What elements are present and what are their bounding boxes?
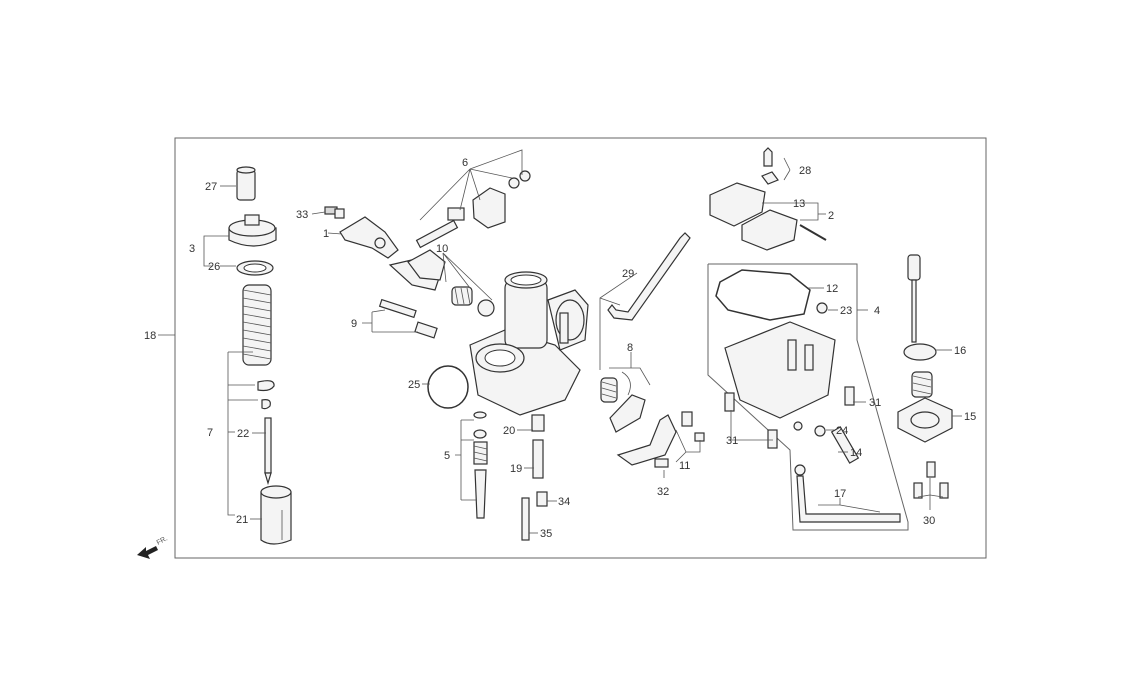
drain-tube-17 [796, 475, 901, 523]
screws-30 [913, 461, 949, 499]
callout-33: 33 [296, 209, 308, 221]
cover-15 [897, 397, 953, 443]
callout-4: 4 [874, 305, 880, 317]
callout-10: 10 [436, 243, 448, 255]
callout-35: 35 [540, 528, 552, 540]
cap-3 [228, 214, 277, 247]
plunger-16 [903, 254, 937, 361]
callout-34: 34 [558, 496, 570, 508]
screw-35 [521, 497, 530, 541]
callout-25: 25 [408, 379, 420, 391]
front-arrow-icon [137, 546, 158, 559]
screw-9 [378, 298, 438, 339]
callout-11: 11 [679, 460, 690, 472]
callout-2: 2 [828, 210, 834, 222]
tube-29 [607, 232, 691, 321]
callout-29: 29 [622, 268, 634, 280]
callout-17: 17 [834, 488, 846, 500]
spring-7 [242, 284, 272, 366]
callout-15: 15 [964, 411, 976, 423]
callout-labels: 1 2 3 4 5 6 7 8 9 10 11 12 13 14 15 16 1… [144, 157, 976, 540]
screw-14 [830, 426, 860, 464]
washer-23 [816, 302, 828, 314]
callout-28: 28 [799, 165, 811, 177]
gasket-12 [715, 269, 811, 321]
callout-14: 14 [850, 447, 862, 459]
callout-23: 23 [840, 305, 852, 317]
needle-22 [264, 417, 272, 486]
screw-31a [724, 392, 735, 412]
clip [257, 380, 275, 392]
top-cap-27 [236, 166, 256, 201]
float-13a [709, 182, 766, 227]
callout-31-left: 31 [726, 435, 738, 447]
callout-9: 9 [351, 318, 357, 330]
screw-33 [324, 206, 345, 219]
front-indicator: FR. [156, 535, 169, 547]
callout-1: 1 [323, 228, 329, 240]
jet-34 [536, 491, 548, 507]
callout-5: 5 [444, 450, 450, 462]
leader-lines [158, 149, 962, 534]
lever-6 [472, 187, 506, 229]
float-13b [741, 209, 798, 251]
jet-20 [531, 414, 545, 432]
screw-31b [767, 429, 778, 449]
float-bowl-4 [724, 321, 836, 431]
float-bowl-group-frame [707, 263, 909, 531]
callout-16: 16 [954, 345, 966, 357]
spring-15 [911, 371, 933, 398]
screw-32 [654, 458, 669, 468]
callout-3: 3 [189, 243, 195, 255]
pin-2 [799, 224, 827, 241]
spring-10 [451, 286, 473, 306]
carburetor-body [469, 271, 589, 416]
callout-19: 19 [510, 463, 522, 475]
bracket-1 [339, 216, 399, 259]
lever-set-8 [600, 371, 646, 433]
callout-30: 30 [923, 515, 935, 527]
callout-21: 21 [236, 514, 248, 526]
valve-28 [761, 147, 779, 185]
o-ring-25 [427, 365, 469, 409]
callout-32: 32 [657, 486, 669, 498]
callout-6: 6 [462, 157, 468, 169]
callout-26: 26 [208, 261, 220, 273]
callout-13: 13 [793, 198, 805, 210]
washer-24 [814, 425, 826, 437]
lever-11 [616, 414, 677, 466]
callout-24: 24 [836, 425, 848, 437]
jet-19 [532, 439, 544, 479]
screw-31c [844, 386, 855, 406]
diagram-frame [174, 137, 987, 559]
callout-7: 7 [207, 427, 213, 439]
needle-jet-set-5 [473, 411, 488, 519]
callout-27: 27 [205, 181, 217, 193]
callout-31-right: 31 [869, 397, 881, 409]
screw-6 [415, 207, 465, 249]
throttle-valve-21 [260, 485, 292, 545]
callout-8: 8 [627, 342, 633, 354]
callout-18: 18 [144, 330, 156, 342]
callout-12: 12 [826, 283, 838, 295]
callout-22: 22 [237, 428, 249, 440]
callout-20: 20 [503, 425, 515, 437]
